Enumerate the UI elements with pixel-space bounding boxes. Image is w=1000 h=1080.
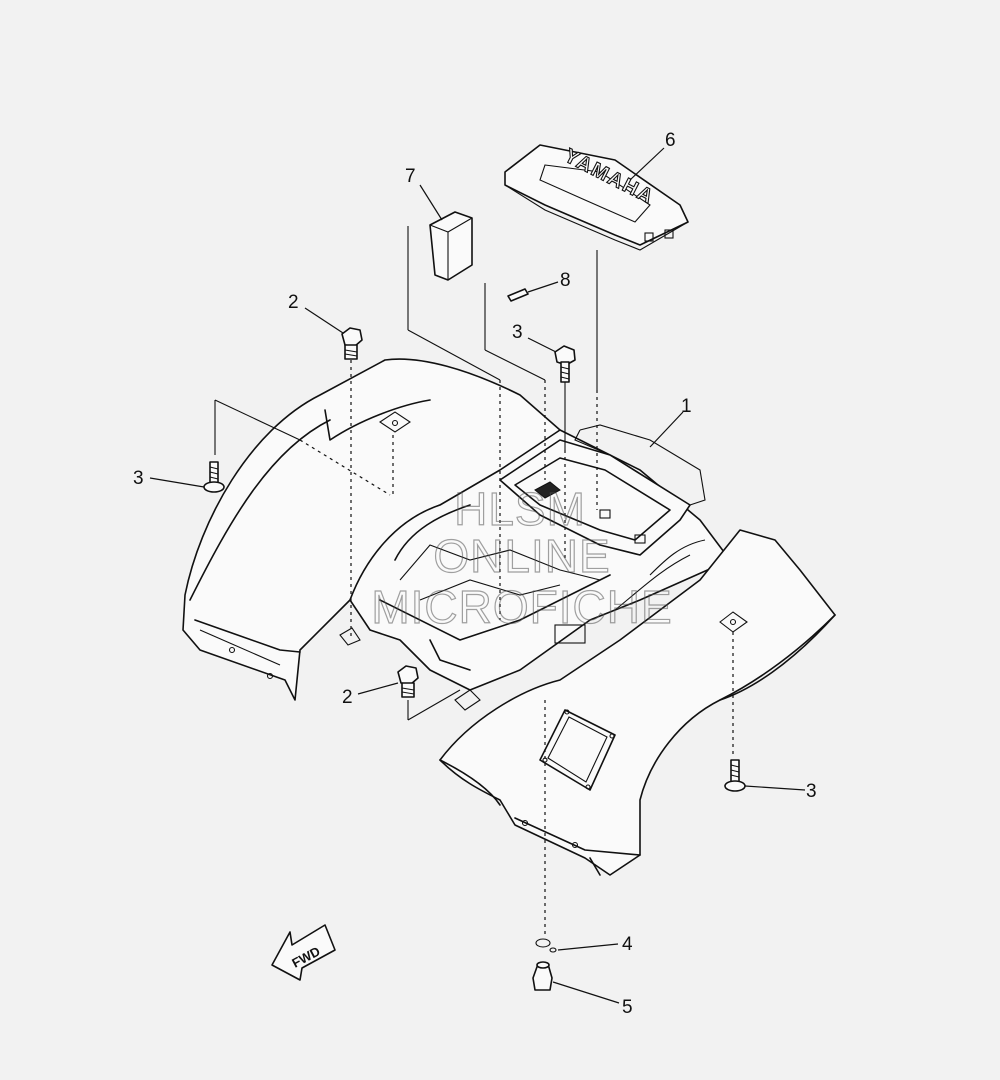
screw-part-3-center — [554, 345, 576, 383]
watermark-line-3: MICROFICHE — [371, 581, 672, 633]
pad-part-7 — [429, 211, 473, 281]
screw-part-3-right — [724, 759, 746, 792]
callout-2-upper: 2 — [288, 292, 299, 313]
callout-labels: 1 2 2 3 3 3 4 5 6 7 8 — [133, 130, 817, 1018]
watermark-line-2: ONLINE — [433, 530, 610, 582]
assembly-lines — [214, 226, 734, 935]
watermark: HLSM ONLINE MICROFICHE — [371, 482, 673, 633]
callout-3-left: 3 — [133, 468, 144, 489]
screw-part-3-left — [203, 461, 225, 493]
grommet-part-5 — [532, 961, 553, 991]
callout-8: 8 — [560, 270, 571, 291]
callout-6: 6 — [665, 130, 676, 151]
callout-3-right: 3 — [806, 781, 817, 802]
strip-part-8 — [507, 288, 529, 302]
watermark-line-1: HLSM — [454, 483, 586, 535]
seat-cover-part-6: YAMAHA — [504, 144, 689, 251]
forward-direction-arrow: FWD — [271, 924, 336, 981]
callout-2-lower: 2 — [342, 687, 353, 708]
washer-part-4 — [535, 938, 557, 953]
callout-1: 1 — [681, 396, 692, 417]
callout-4: 4 — [622, 934, 633, 955]
bolt-part-2-upper — [341, 327, 363, 360]
callout-7: 7 — [405, 166, 416, 187]
callout-5: 5 — [622, 997, 633, 1018]
leader-lines — [149, 147, 806, 1004]
bolt-part-2-lower — [397, 665, 419, 698]
callout-3-center: 3 — [512, 322, 523, 343]
